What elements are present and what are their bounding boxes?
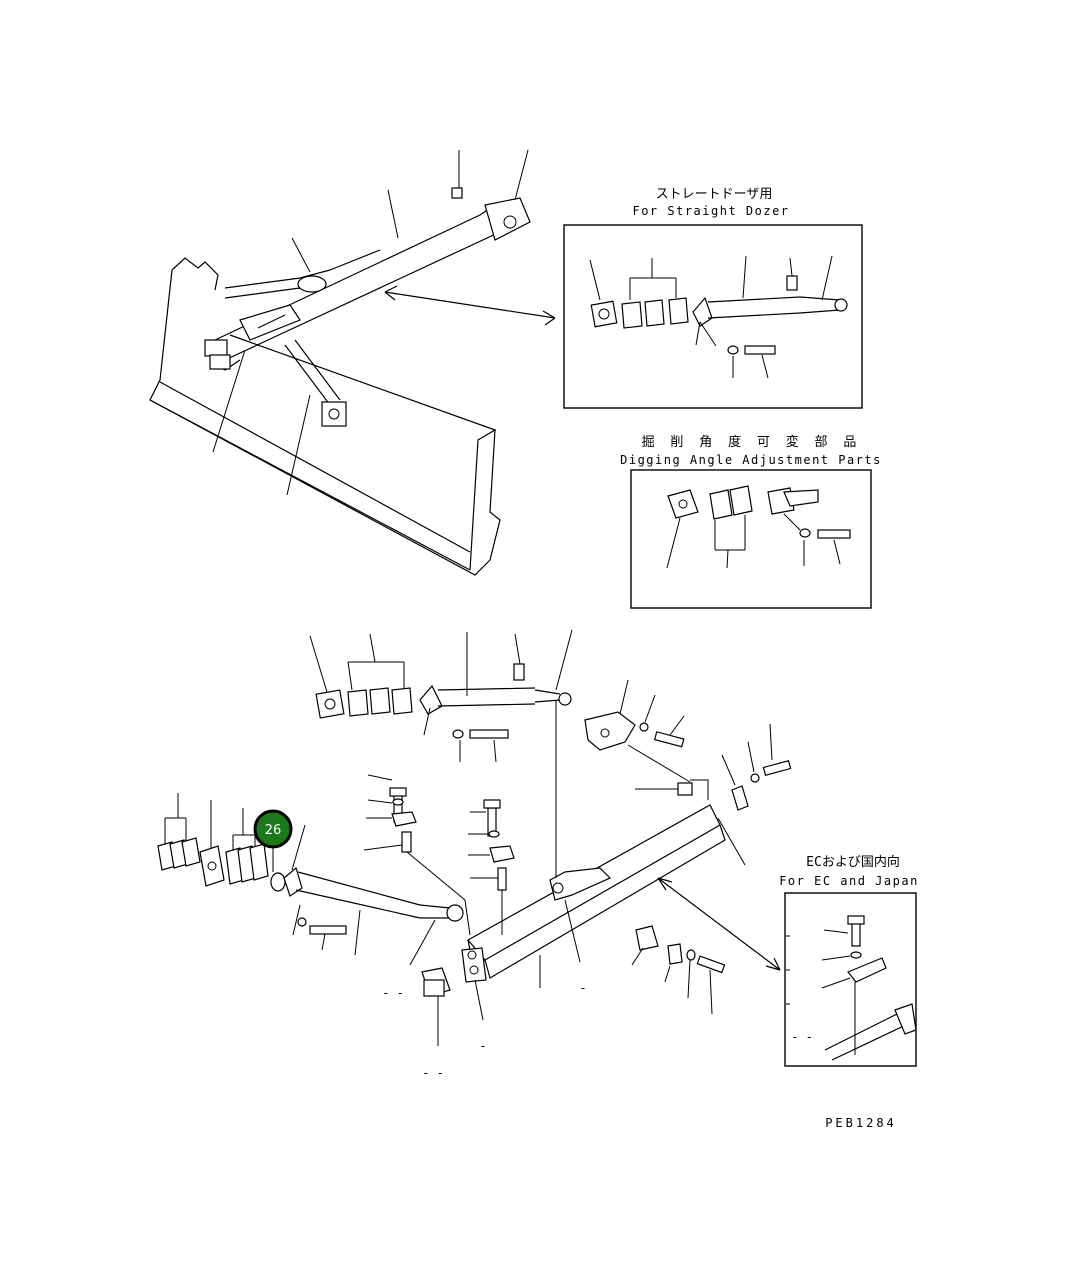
ec-japan-title-en: For EC and Japan [779,874,919,888]
dash-mark: - [479,1039,486,1053]
digging-angle-title-jp: 掘 削 角 度 可 変 部 品 [642,434,861,450]
ec-japan-frame [784,892,917,1067]
digging-angle-frame [630,469,872,609]
straight-dozer-frame [563,224,863,409]
straight-dozer-title-jp: ストレートドーザ用 [656,187,773,202]
digging-angle-title-en: Digging Angle Adjustment Parts [620,453,882,467]
ec-japan-title-jp: ECおよび国内向 [806,854,900,870]
straight-dozer-title-en: For Straight Dozer [632,204,789,218]
ec-japan-detail: ECおよび国内向 For EC and Japan [779,854,919,1067]
callout-number[interactable]: 26 [265,823,282,838]
straight-dozer-detail: ストレートドーザ用 For Straight Dozer [563,187,863,409]
digging-angle-detail: 掘 削 角 度 可 変 部 品 Digging Angle Adjustment… [620,434,882,609]
callout-hotspot-26[interactable]: 26 [253,809,293,849]
callout-circle [253,809,293,849]
arrow-ec-japan [657,877,781,971]
dash-mark: - [579,981,586,995]
dash-mark: - - [422,1066,444,1080]
blade-assembly-top [149,149,531,576]
bottom-assembly [157,629,792,1046]
dash-mark: - - [382,986,404,1000]
dash-mark: - - [791,1030,813,1044]
dash-marks: - - - - - - - - [382,981,813,1080]
arrow-straight-dozer [384,285,556,326]
drawing-code: PEB1284 [825,1116,897,1130]
